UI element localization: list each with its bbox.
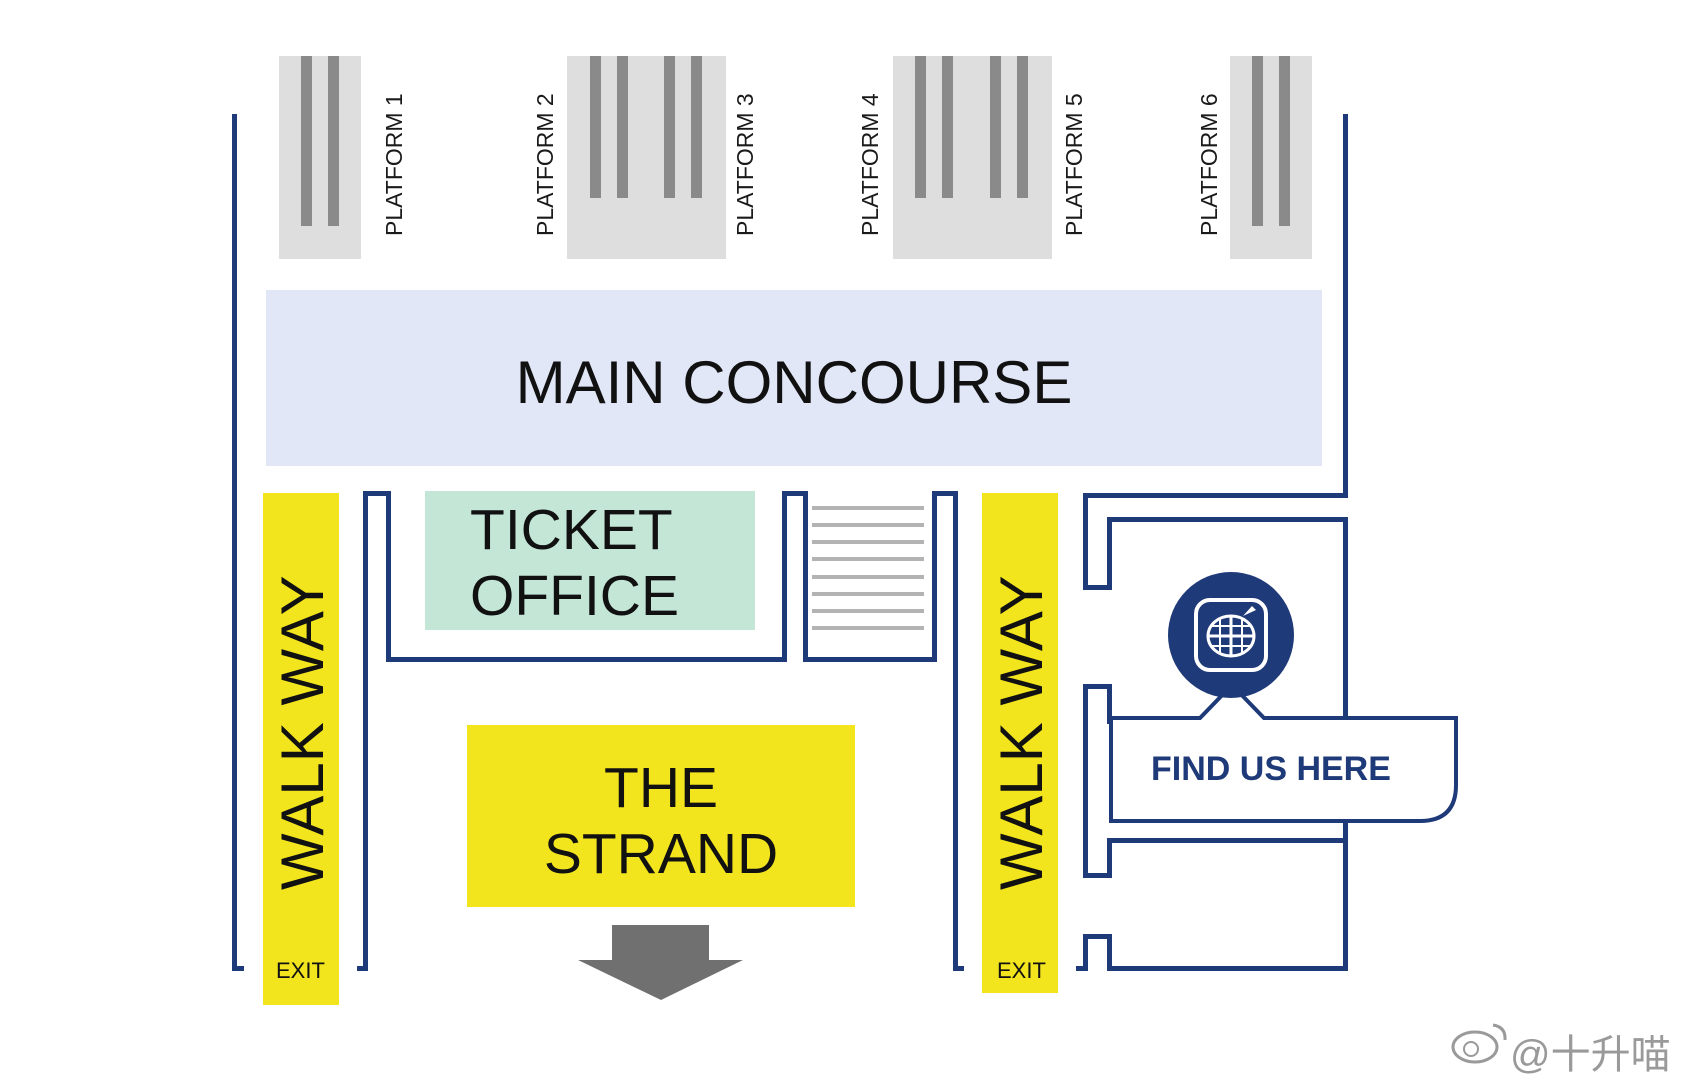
right-wing-mid-inner-top bbox=[1107, 684, 1112, 724]
track bbox=[990, 56, 1001, 198]
stair-step bbox=[812, 540, 924, 544]
exit-right-label: EXIT bbox=[997, 958, 1046, 983]
stair-step bbox=[812, 626, 924, 630]
platform-6-block bbox=[1230, 56, 1312, 259]
stair-step bbox=[812, 592, 924, 596]
track bbox=[915, 56, 926, 198]
track bbox=[328, 56, 339, 226]
track bbox=[617, 56, 628, 198]
stairs-wall-left bbox=[803, 491, 808, 662]
walkway-right bbox=[982, 493, 1058, 993]
ticket-office-line-1: TICKET bbox=[470, 498, 673, 562]
watermark-text: @十升喵 bbox=[1510, 1033, 1671, 1077]
track bbox=[1279, 56, 1290, 226]
the-strand-line-2: STRAND bbox=[543, 822, 779, 886]
ticket-office: TICKET OFFICE bbox=[425, 491, 755, 630]
ticket-wall-right-cap bbox=[782, 491, 808, 496]
right-wing-corridor-top bbox=[1107, 838, 1348, 843]
find-us-callout bbox=[1109, 682, 1458, 823]
right-wing-bottom bbox=[1107, 966, 1348, 971]
right-wing-mid-outer bbox=[1083, 684, 1088, 878]
right-wing-step bbox=[1083, 585, 1111, 590]
stair-step bbox=[812, 506, 924, 510]
track bbox=[1017, 56, 1028, 198]
right-wing-inner-lower bbox=[1107, 934, 1112, 971]
track bbox=[1252, 56, 1263, 226]
stair-step bbox=[812, 575, 924, 579]
inner-wall-right bbox=[953, 491, 958, 970]
the-strand: THE STRAND bbox=[467, 725, 855, 907]
main-concourse-label: MAIN CONCOURSE bbox=[515, 349, 1073, 416]
weibo-icon bbox=[1451, 1023, 1507, 1064]
right-wing-mid-top bbox=[1083, 684, 1112, 689]
stairs-wall-right bbox=[932, 491, 937, 662]
stairs-wall-bottom bbox=[803, 657, 937, 662]
find-us-here-label: FIND US HERE bbox=[1151, 750, 1391, 788]
right-wing-mid-bottom bbox=[1083, 873, 1112, 878]
track bbox=[664, 56, 675, 198]
right-wing-inner-top bbox=[1107, 517, 1348, 522]
right-wing-mid-inner-bottom bbox=[1107, 838, 1112, 878]
track bbox=[691, 56, 702, 198]
stair-step bbox=[812, 609, 924, 613]
walkway-left bbox=[263, 493, 339, 1005]
the-strand-line-1: THE bbox=[604, 756, 718, 820]
right-wing-top bbox=[1083, 493, 1348, 498]
stairs-wall-right-cap bbox=[932, 491, 958, 496]
track bbox=[942, 56, 953, 198]
ticket-wall-bottom bbox=[386, 657, 787, 662]
right-wing-outer-lower bbox=[1083, 934, 1088, 971]
track bbox=[301, 56, 312, 226]
main-concourse: MAIN CONCOURSE bbox=[266, 290, 1322, 466]
track bbox=[590, 56, 601, 198]
outer-wall-right bbox=[1343, 114, 1348, 498]
inner-wall-right-foot bbox=[953, 966, 964, 971]
basket-globe-icon bbox=[1168, 572, 1294, 698]
stair-step bbox=[812, 557, 924, 561]
right-wing-outer bbox=[1083, 493, 1088, 589]
ticket-wall-right bbox=[782, 491, 787, 662]
down-arrow-icon bbox=[578, 925, 743, 1000]
right-wing-inner-upper bbox=[1107, 517, 1112, 590]
inner-wall-left-foot bbox=[357, 966, 368, 971]
platform-2-3-block bbox=[567, 56, 726, 259]
outer-wall-left bbox=[232, 114, 237, 970]
platform-4-5-block bbox=[893, 56, 1052, 259]
exit-left-label: EXIT bbox=[276, 958, 325, 983]
stair-step bbox=[812, 523, 924, 527]
ticket-wall-left bbox=[386, 491, 391, 662]
inner-wall-left-top bbox=[363, 491, 391, 496]
right-wing-foot bbox=[1076, 966, 1088, 971]
inner-wall-left bbox=[363, 491, 368, 970]
ticket-office-line-2: OFFICE bbox=[470, 564, 679, 628]
outer-wall-left-foot bbox=[232, 966, 244, 971]
platform-1-block bbox=[279, 56, 361, 259]
ticket-office-label: TICKET OFFICE bbox=[470, 497, 679, 629]
right-wing-step-lower bbox=[1083, 934, 1111, 939]
the-strand-label: THE STRAND bbox=[467, 755, 855, 887]
